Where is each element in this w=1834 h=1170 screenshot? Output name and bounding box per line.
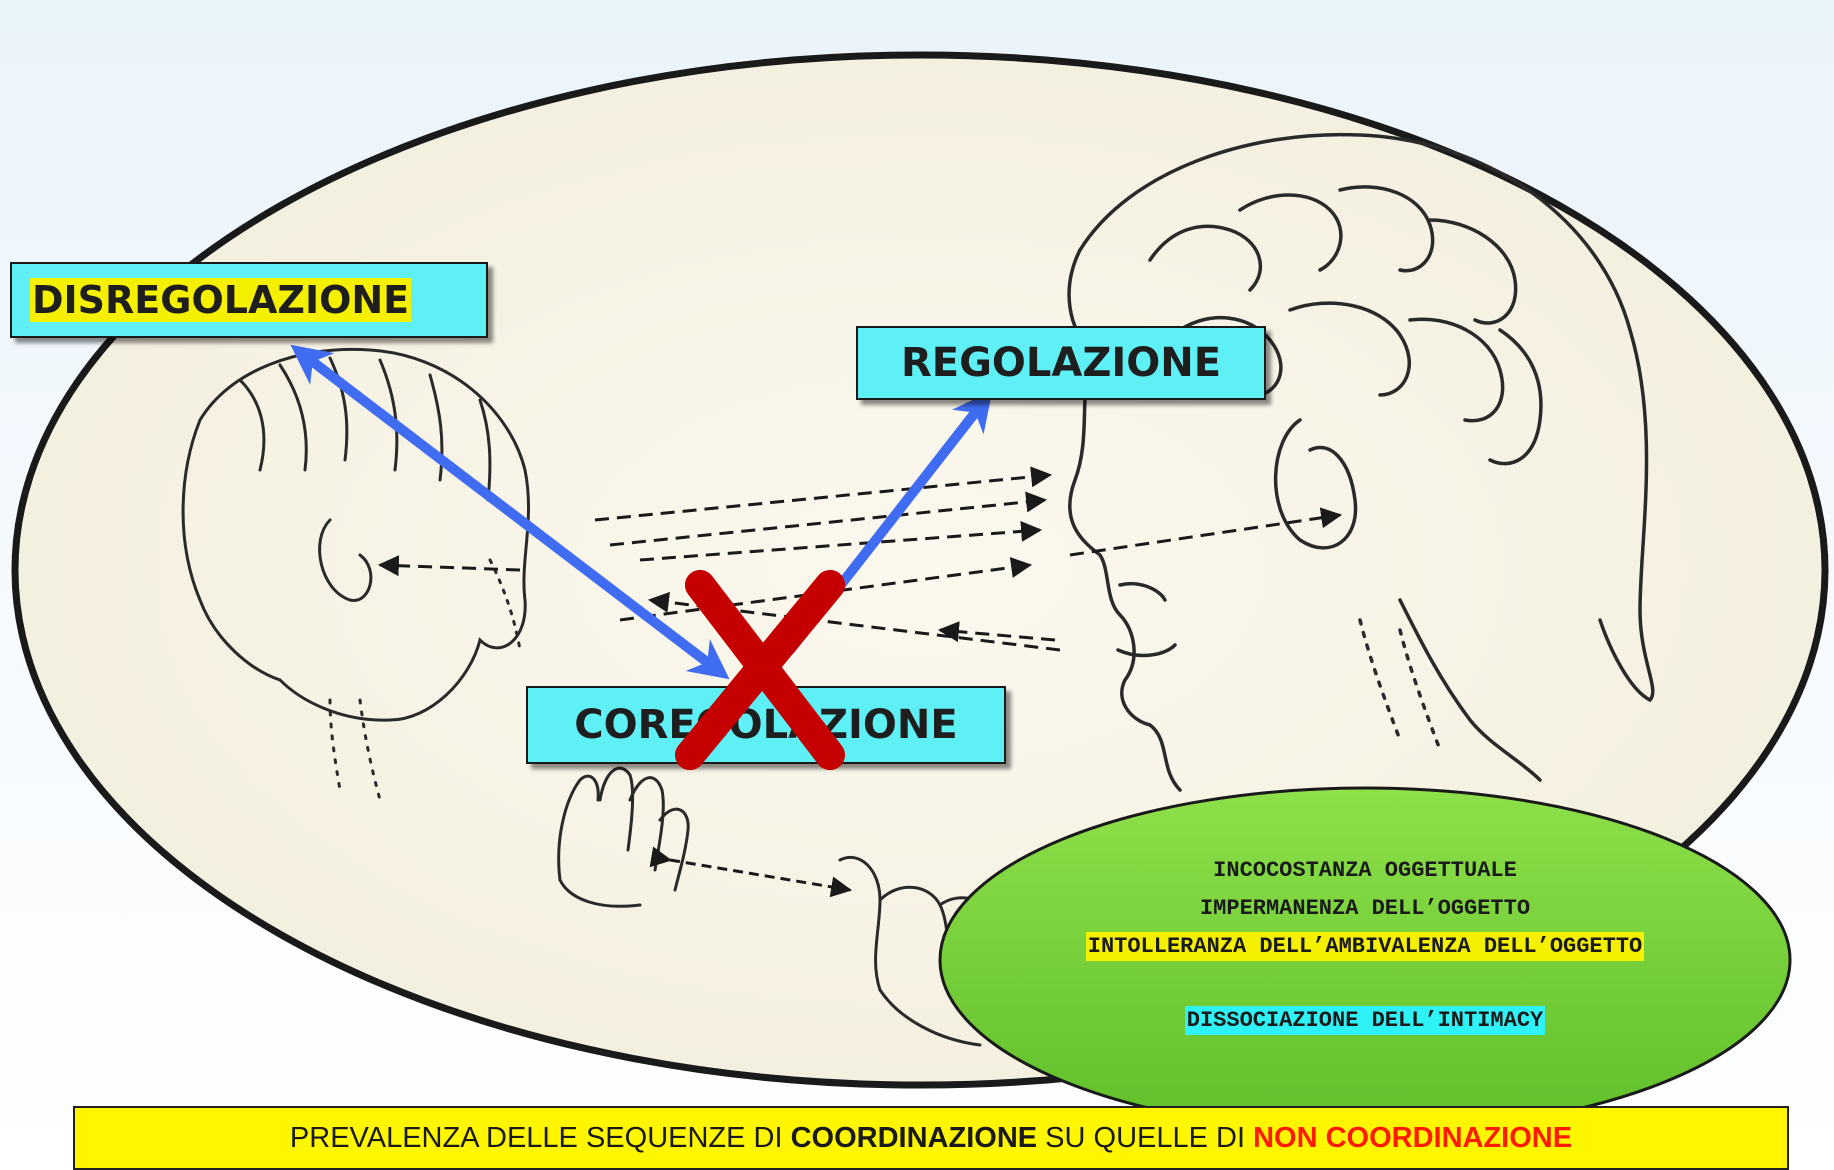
disregolazione-text: DISREGOLAZIONE	[30, 278, 411, 322]
caption-coordinazione: COORDINAZIONE	[791, 1122, 1038, 1155]
caption-part-3: SU QUELLE DI	[1037, 1122, 1253, 1155]
green-line-3: INTOLLERANZA DELL’AMBIVALENZA DELL’OGGET…	[1086, 932, 1645, 961]
coregolazione-text: COREGOLAZIONE	[574, 702, 957, 748]
caption-non-coordinazione: NON COORDINAZIONE	[1253, 1122, 1572, 1155]
green-line-1: INCOCOSTANZA OGGETTUALE	[945, 852, 1785, 890]
regolazione-text: REGOLAZIONE	[901, 340, 1221, 386]
caption-part-1: PREVALENZA DELLE SEQUENZE DI	[290, 1122, 791, 1155]
green-ellipse-text: INCOCOSTANZA OGGETTUALE IMPERMANENZA DEL…	[945, 852, 1785, 1040]
regolazione-label: REGOLAZIONE	[856, 326, 1266, 400]
disregolazione-label: DISREGOLAZIONE	[10, 262, 488, 338]
bottom-caption-bar: PREVALENZA DELLE SEQUENZE DI COORDINAZIO…	[73, 1106, 1789, 1170]
coregolazione-label: COREGOLAZIONE	[526, 686, 1006, 764]
green-line-4: DISSOCIAZIONE DELL’INTIMACY	[1185, 1006, 1545, 1035]
green-line-2: IMPERMANENZA DELL’OGGETTO	[945, 890, 1785, 928]
